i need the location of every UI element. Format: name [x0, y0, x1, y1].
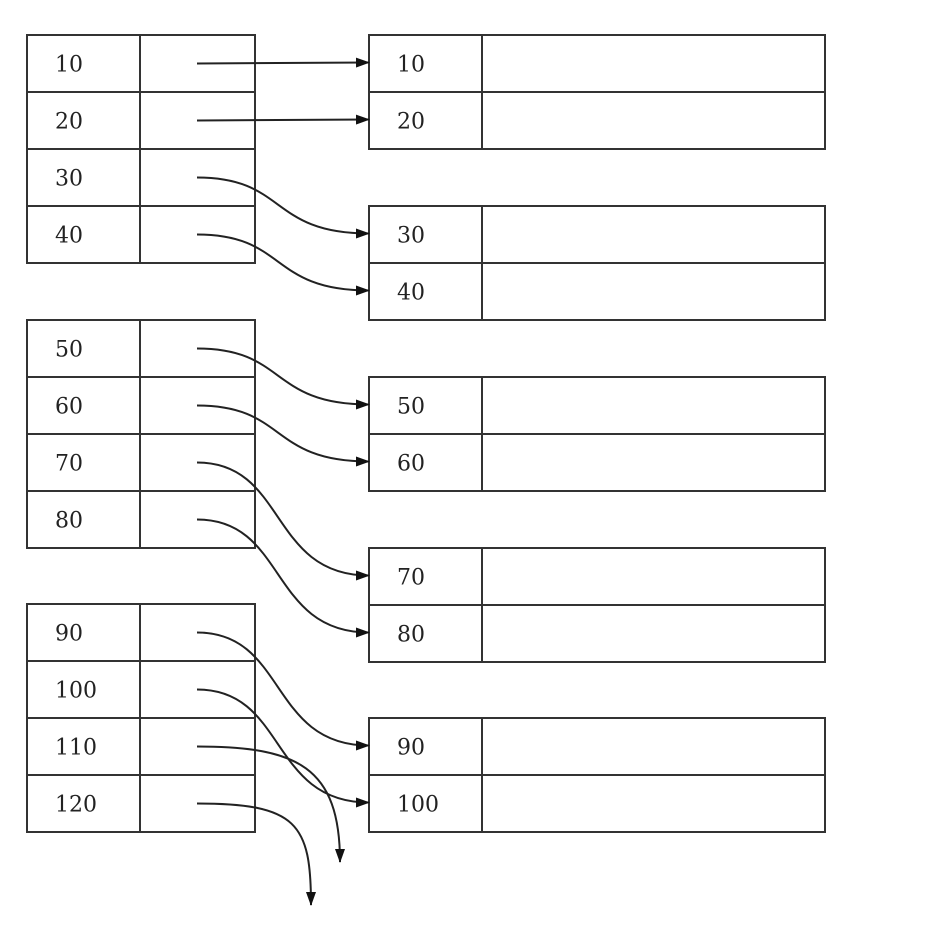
record-key-label: 70	[397, 566, 425, 591]
record-data-cell	[481, 91, 826, 150]
pointer-arrow	[196, 631, 370, 751]
record: 20	[368, 91, 826, 150]
record-key-cell	[368, 262, 483, 321]
record-key-cell	[368, 205, 483, 264]
record: 40	[368, 262, 826, 321]
record-key-cell	[368, 34, 483, 93]
record: 60	[368, 433, 826, 492]
record-key-label: 50	[397, 395, 425, 420]
record-key-label: 90	[397, 736, 425, 761]
data-block: 10 20	[368, 34, 826, 150]
record-key-label: 60	[397, 452, 425, 477]
index-block: 10 20 30 40	[26, 34, 256, 264]
record: 90	[368, 717, 826, 776]
data-block: 90 100	[368, 717, 826, 833]
key-cell	[26, 717, 141, 776]
record-data-cell	[481, 205, 826, 264]
record: 80	[368, 604, 826, 663]
key-cell	[26, 603, 141, 662]
index-entry: 70	[26, 433, 256, 492]
record-data-cell	[481, 604, 826, 663]
pointer-arrow	[196, 745, 345, 863]
key-cell	[26, 433, 141, 492]
index-key-label: 100	[55, 679, 97, 704]
record-key-cell	[368, 433, 483, 492]
key-cell	[26, 490, 141, 549]
record-key-cell	[368, 604, 483, 663]
index-entry: 100	[26, 660, 256, 719]
index-entry: 30	[26, 148, 256, 207]
index-entry: 80	[26, 490, 256, 549]
record: 70	[368, 547, 826, 606]
pointer-arrow	[196, 57, 370, 68]
pointer-arrow	[196, 688, 370, 808]
index-key-label: 10	[55, 53, 83, 78]
record-data-cell	[481, 433, 826, 492]
key-cell	[26, 774, 141, 833]
record-data-cell	[481, 376, 826, 435]
pointer-arrow	[196, 461, 370, 581]
record-key-label: 80	[397, 623, 425, 648]
record-data-cell	[481, 34, 826, 93]
index-key-label: 80	[55, 509, 83, 534]
data-block: 70 80	[368, 547, 826, 663]
pointer-arrow	[196, 233, 370, 296]
pointers	[196, 57, 370, 906]
index-key-label: 40	[55, 224, 83, 249]
record: 100	[368, 774, 826, 833]
pointer-arrow	[196, 518, 370, 638]
record-key-label: 40	[397, 281, 425, 306]
record-data-cell	[481, 547, 826, 606]
record: 10	[368, 34, 826, 93]
record-key-label: 20	[397, 110, 425, 135]
index-entry: 50	[26, 319, 256, 378]
pointer-arrow	[196, 114, 370, 125]
index-block: 50 60 70 80	[26, 319, 256, 549]
data-block: 30 40	[368, 205, 826, 321]
index-entry: 40	[26, 205, 256, 264]
key-cell	[26, 660, 141, 719]
record-key-label: 30	[397, 224, 425, 249]
index-key-label: 50	[55, 338, 83, 363]
record-key-label: 10	[397, 53, 425, 78]
key-cell	[26, 148, 141, 207]
key-cell	[26, 205, 141, 264]
record-key-cell	[368, 91, 483, 150]
record-data-cell	[481, 262, 826, 321]
record-data-cell	[481, 774, 826, 833]
record-data-cell	[481, 717, 826, 776]
index-key-label: 110	[55, 736, 97, 761]
record-key-label: 100	[397, 793, 439, 818]
record: 50	[368, 376, 826, 435]
record-key-cell	[368, 717, 483, 776]
index-key-label: 70	[55, 452, 83, 477]
index-entry: 60	[26, 376, 256, 435]
record-key-cell	[368, 547, 483, 606]
key-cell	[26, 91, 141, 150]
index-key-label: 20	[55, 110, 83, 135]
pointer-arrow	[196, 176, 370, 239]
index-entry: 10	[26, 34, 256, 93]
index-key-label: 90	[55, 622, 83, 647]
key-cell	[26, 34, 141, 93]
pointer-arrow	[196, 802, 316, 906]
key-cell	[26, 376, 141, 435]
record: 30	[368, 205, 826, 264]
index-entry: 90	[26, 603, 256, 662]
index-key-label: 120	[55, 793, 97, 818]
pointer-arrow	[196, 347, 370, 410]
data-block: 50 60	[368, 376, 826, 492]
key-cell	[26, 319, 141, 378]
record-key-cell	[368, 376, 483, 435]
pointer-arrow	[196, 404, 370, 467]
index-key-label: 60	[55, 395, 83, 420]
index-key-label: 30	[55, 167, 83, 192]
index-block: 90 100 110 120	[26, 603, 256, 833]
